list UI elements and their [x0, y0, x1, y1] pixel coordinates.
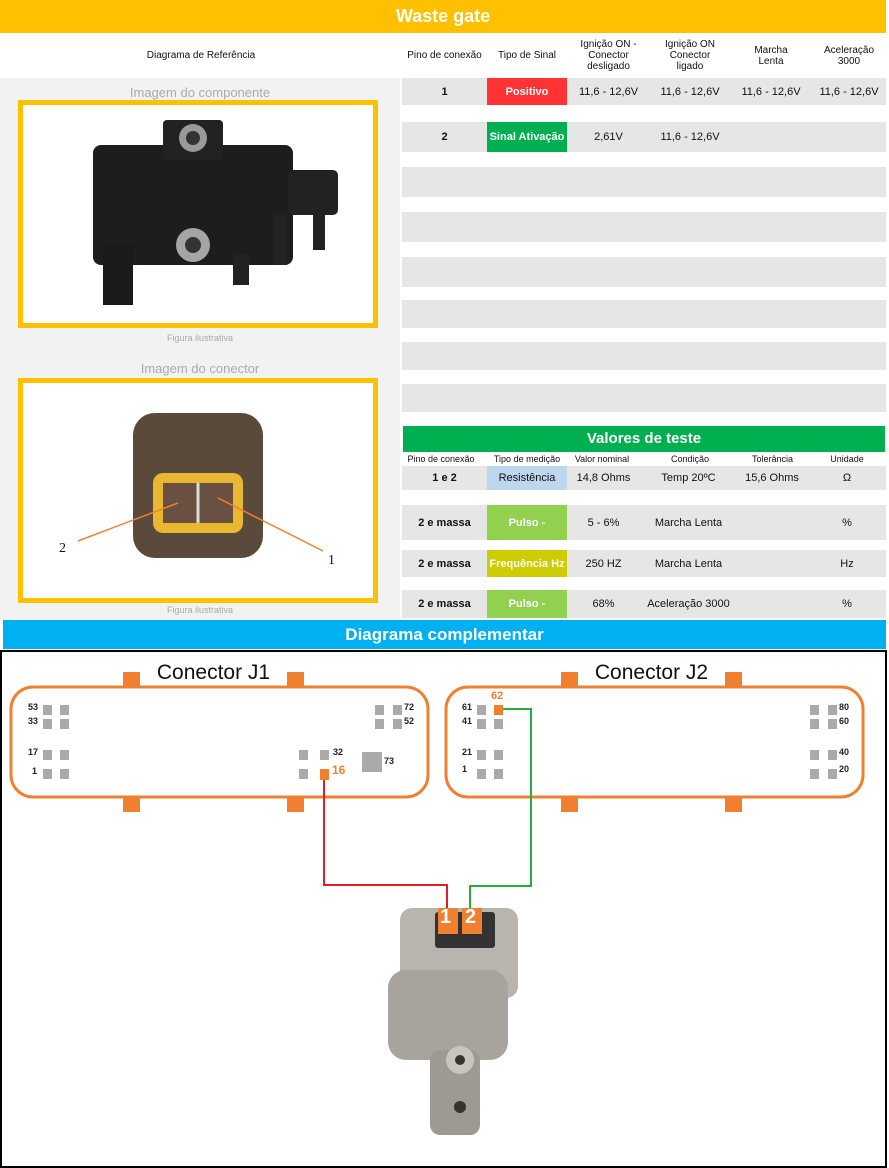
component-image-label: Imagem do componente [129, 85, 271, 100]
ign-on-value: 11,6 - 12,6V [660, 131, 720, 143]
test-values-title: Valores de teste [403, 426, 885, 452]
j2-pin-21: 21 [462, 747, 473, 757]
measure-type-badge: Resistência [487, 466, 567, 490]
nominal-value: 68% [592, 598, 615, 610]
component-pin-1: 1 [440, 906, 452, 928]
unit: % [842, 598, 852, 610]
nominal-value: 5 - 6% [587, 516, 620, 529]
unit: Ω [842, 472, 852, 484]
test-header-type: Tipo de medição [493, 453, 561, 464]
ign-on-value: 11,6 - 12,6V [660, 85, 720, 98]
j1-pin-32: 32 [333, 747, 344, 757]
wiring-diagram [9, 672, 865, 1135]
condition: Temp 20ºC [661, 472, 716, 484]
test-pin: 2 e massa [418, 516, 471, 529]
header-ign-on: Ignição ON Conector ligado [664, 39, 716, 72]
j2-pin-80: 80 [839, 702, 850, 712]
j1-pin-72: 72 [404, 702, 415, 712]
accel-value: 11,6 - 12,6V [819, 85, 879, 98]
tolerance [737, 505, 807, 540]
idle-value: 11,6 - 12,6V [741, 85, 801, 98]
test-header-value: Valor nominal [574, 453, 630, 464]
pin-number: 2 [441, 131, 448, 143]
component-pin-2: 2 [465, 906, 477, 928]
pin-label-2: 2 [59, 541, 66, 556]
j1-pin-33: 33 [28, 716, 39, 726]
tolerance [737, 550, 807, 577]
condition: Aceleração 3000 [647, 598, 730, 610]
j2-pin-60: 60 [839, 716, 850, 726]
ign-off-value: 2,61V [594, 131, 623, 143]
j1-pin-53: 53 [28, 702, 39, 712]
unit: Hz [840, 557, 854, 570]
measure-type-badge: Frequência Hz [487, 550, 567, 577]
title-bar: Waste gate [0, 0, 886, 33]
j1-pin-1: 1 [32, 766, 38, 776]
j1-pin-17: 17 [28, 747, 39, 757]
test-pin: 2 e massa [418, 598, 471, 610]
pin-number: 1 [441, 85, 448, 98]
test-pin: 2 e massa [418, 557, 471, 570]
j2-pin-61: 61 [462, 702, 473, 712]
unit: % [842, 516, 852, 529]
figure-caption-1: Figura ilustrativa [166, 333, 234, 343]
header-ref: Diagrama de Referência [146, 50, 256, 61]
diagram-frame [0, 650, 887, 1168]
measure-type-badge: Pulso - [487, 590, 567, 618]
measure-type-badge: Pulso - [487, 505, 567, 540]
condition: Marcha Lenta [654, 516, 723, 529]
signal-type-badge: Positivo [487, 78, 567, 105]
connector-image-label: Imagem do conector [140, 361, 260, 376]
condition: Marcha Lenta [654, 557, 723, 570]
j2-pin-62: 62 [491, 690, 504, 702]
ign-off-value: 11,6 - 12,6V [578, 85, 639, 98]
j1-pin-73: 73 [384, 756, 395, 766]
test-header-pin: Pino de conexão [407, 453, 475, 464]
header-idle: Marcha Lenta [754, 44, 788, 67]
tolerance [737, 590, 807, 618]
diagram-title: Diagrama complementar [3, 620, 886, 649]
j2-pin-20: 20 [839, 764, 850, 774]
header-accel: Aceleração 3000 [823, 44, 875, 67]
component-image [18, 100, 378, 328]
nominal-value: 250 HZ [585, 557, 622, 570]
test-pin: 1 e 2 [432, 472, 457, 484]
j1-pin-16: 16 [332, 763, 346, 777]
signal-type-badge: Sinal Ativação [487, 122, 567, 152]
connector-j1-title: Conector J1 [140, 661, 287, 685]
test-header-tol: Tolerância [751, 453, 794, 464]
connector-j2-title: Conector J2 [578, 661, 725, 685]
j2-pin-41: 41 [462, 716, 473, 726]
header-pin: Pino de conexão [407, 50, 482, 61]
figure-caption-2: Figura ilustrativa [166, 605, 234, 615]
connector-image: 2 1 [18, 378, 378, 603]
j2-pin-1: 1 [462, 764, 468, 774]
nominal-value: 14,8 Ohms [576, 472, 631, 484]
j1-pin-52: 52 [404, 716, 415, 726]
pin-label-1: 1 [328, 553, 335, 568]
component-photo [388, 908, 518, 1135]
header-type: Tipo de Sinal [498, 50, 556, 61]
j2-pin-40: 40 [839, 747, 850, 757]
tolerance: 15,6 Ohms [745, 472, 799, 484]
test-header-unit: Unidade [830, 453, 864, 464]
test-header-cond: Condição [670, 453, 710, 464]
header-ign-off: Ignição ON - Conector desligado [580, 39, 637, 72]
